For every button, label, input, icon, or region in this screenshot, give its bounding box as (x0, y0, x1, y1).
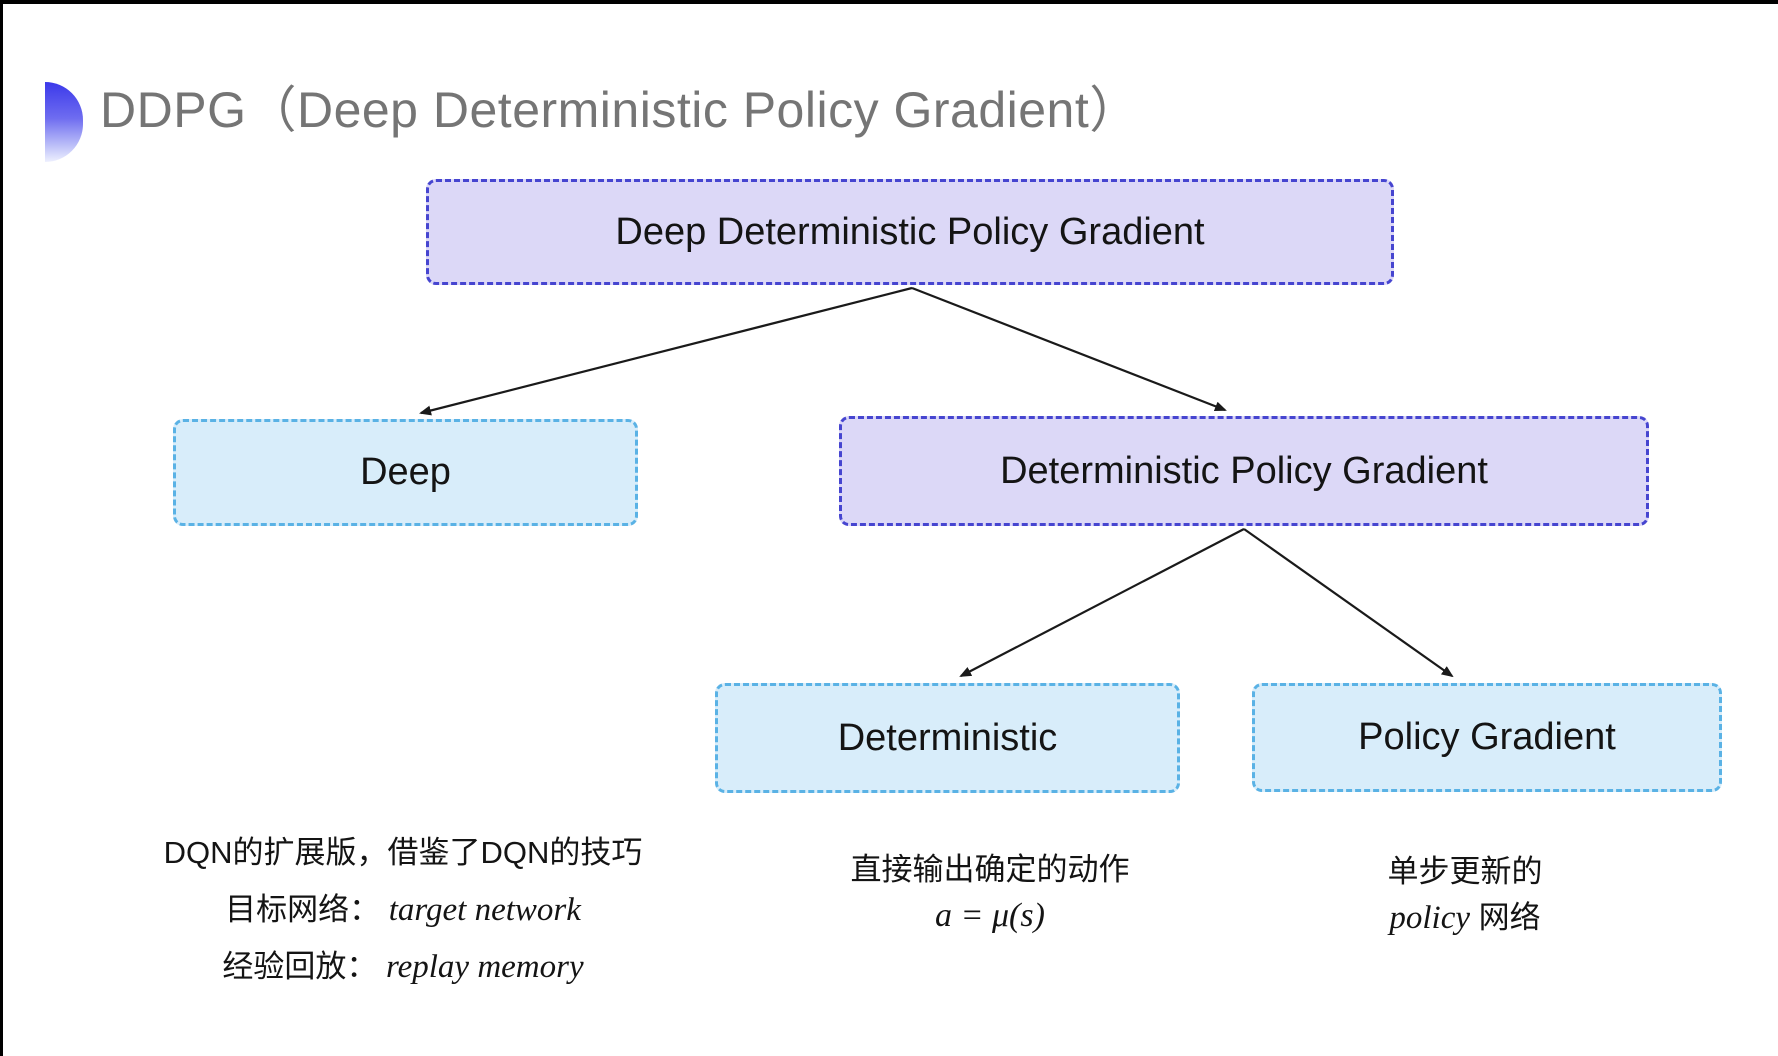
annotation-policy-gradient-term: policy (1389, 900, 1470, 936)
annotation-policy-gradient: 单步更新的 policy 网络 (1265, 854, 1665, 936)
annotation-deterministic: 直接输出确定的动作 a = μ(s) (790, 853, 1190, 933)
annotation-deep-line2-label: 目标网络： (225, 892, 381, 927)
frame-top-edge (0, 0, 1778, 4)
annotation-deep-line2-term: target network (388, 892, 581, 928)
annotation-deep-line3-label: 经验回放： (222, 949, 378, 984)
annotation-deterministic-formula: a = μ(s) (935, 897, 1045, 934)
node-deterministic-label: Deterministic (837, 716, 1058, 759)
edge-dpg-policy-gradient (1243, 528, 1454, 678)
page-title: DDPG（Deep Deterministic Policy Gradient） (100, 82, 1140, 138)
frame-left-edge (0, 0, 3, 1056)
node-deterministic-policy-gradient: Deterministic Policy Gradient (839, 416, 1649, 526)
annotation-deep-line3: 经验回放： replay memory (222, 949, 584, 985)
node-deep: Deep (173, 419, 638, 526)
edge-dpg-deterministic (959, 528, 1245, 677)
annotation-deep-line2: 目标网络： target network (225, 892, 581, 928)
annotation-deep-line1: DQN的扩展版，借鉴了DQN的技巧 (163, 835, 643, 870)
annotation-policy-gradient-line1: 单步更新的 (1387, 854, 1543, 889)
node-policy-gradient: Policy Gradient (1252, 683, 1722, 792)
annotation-policy-gradient-suffix: 网络 (1478, 900, 1541, 935)
node-ddpg-label: Deep Deterministic Policy Gradient (615, 210, 1205, 253)
annotation-policy-gradient-line2: policy 网络 (1389, 900, 1541, 936)
edge-ddpg-deep (419, 286, 913, 416)
edge-ddpg-dpg (911, 286, 1227, 412)
node-deterministic: Deterministic (715, 683, 1180, 793)
node-policy-gradient-label: Policy Gradient (1358, 716, 1616, 758)
node-deep-label: Deep (360, 451, 451, 493)
annotation-deep-line3-term: replay memory (385, 949, 584, 985)
title-bullet-icon (45, 82, 83, 162)
annotation-deterministic-line1: 直接输出确定的动作 (850, 852, 1130, 887)
annotation-deep: DQN的扩展版，借鉴了DQN的技巧 目标网络： target network 经… (120, 835, 686, 985)
node-dpg-label: Deterministic Policy Gradient (1000, 449, 1488, 492)
node-ddpg: Deep Deterministic Policy Gradient (426, 179, 1394, 285)
